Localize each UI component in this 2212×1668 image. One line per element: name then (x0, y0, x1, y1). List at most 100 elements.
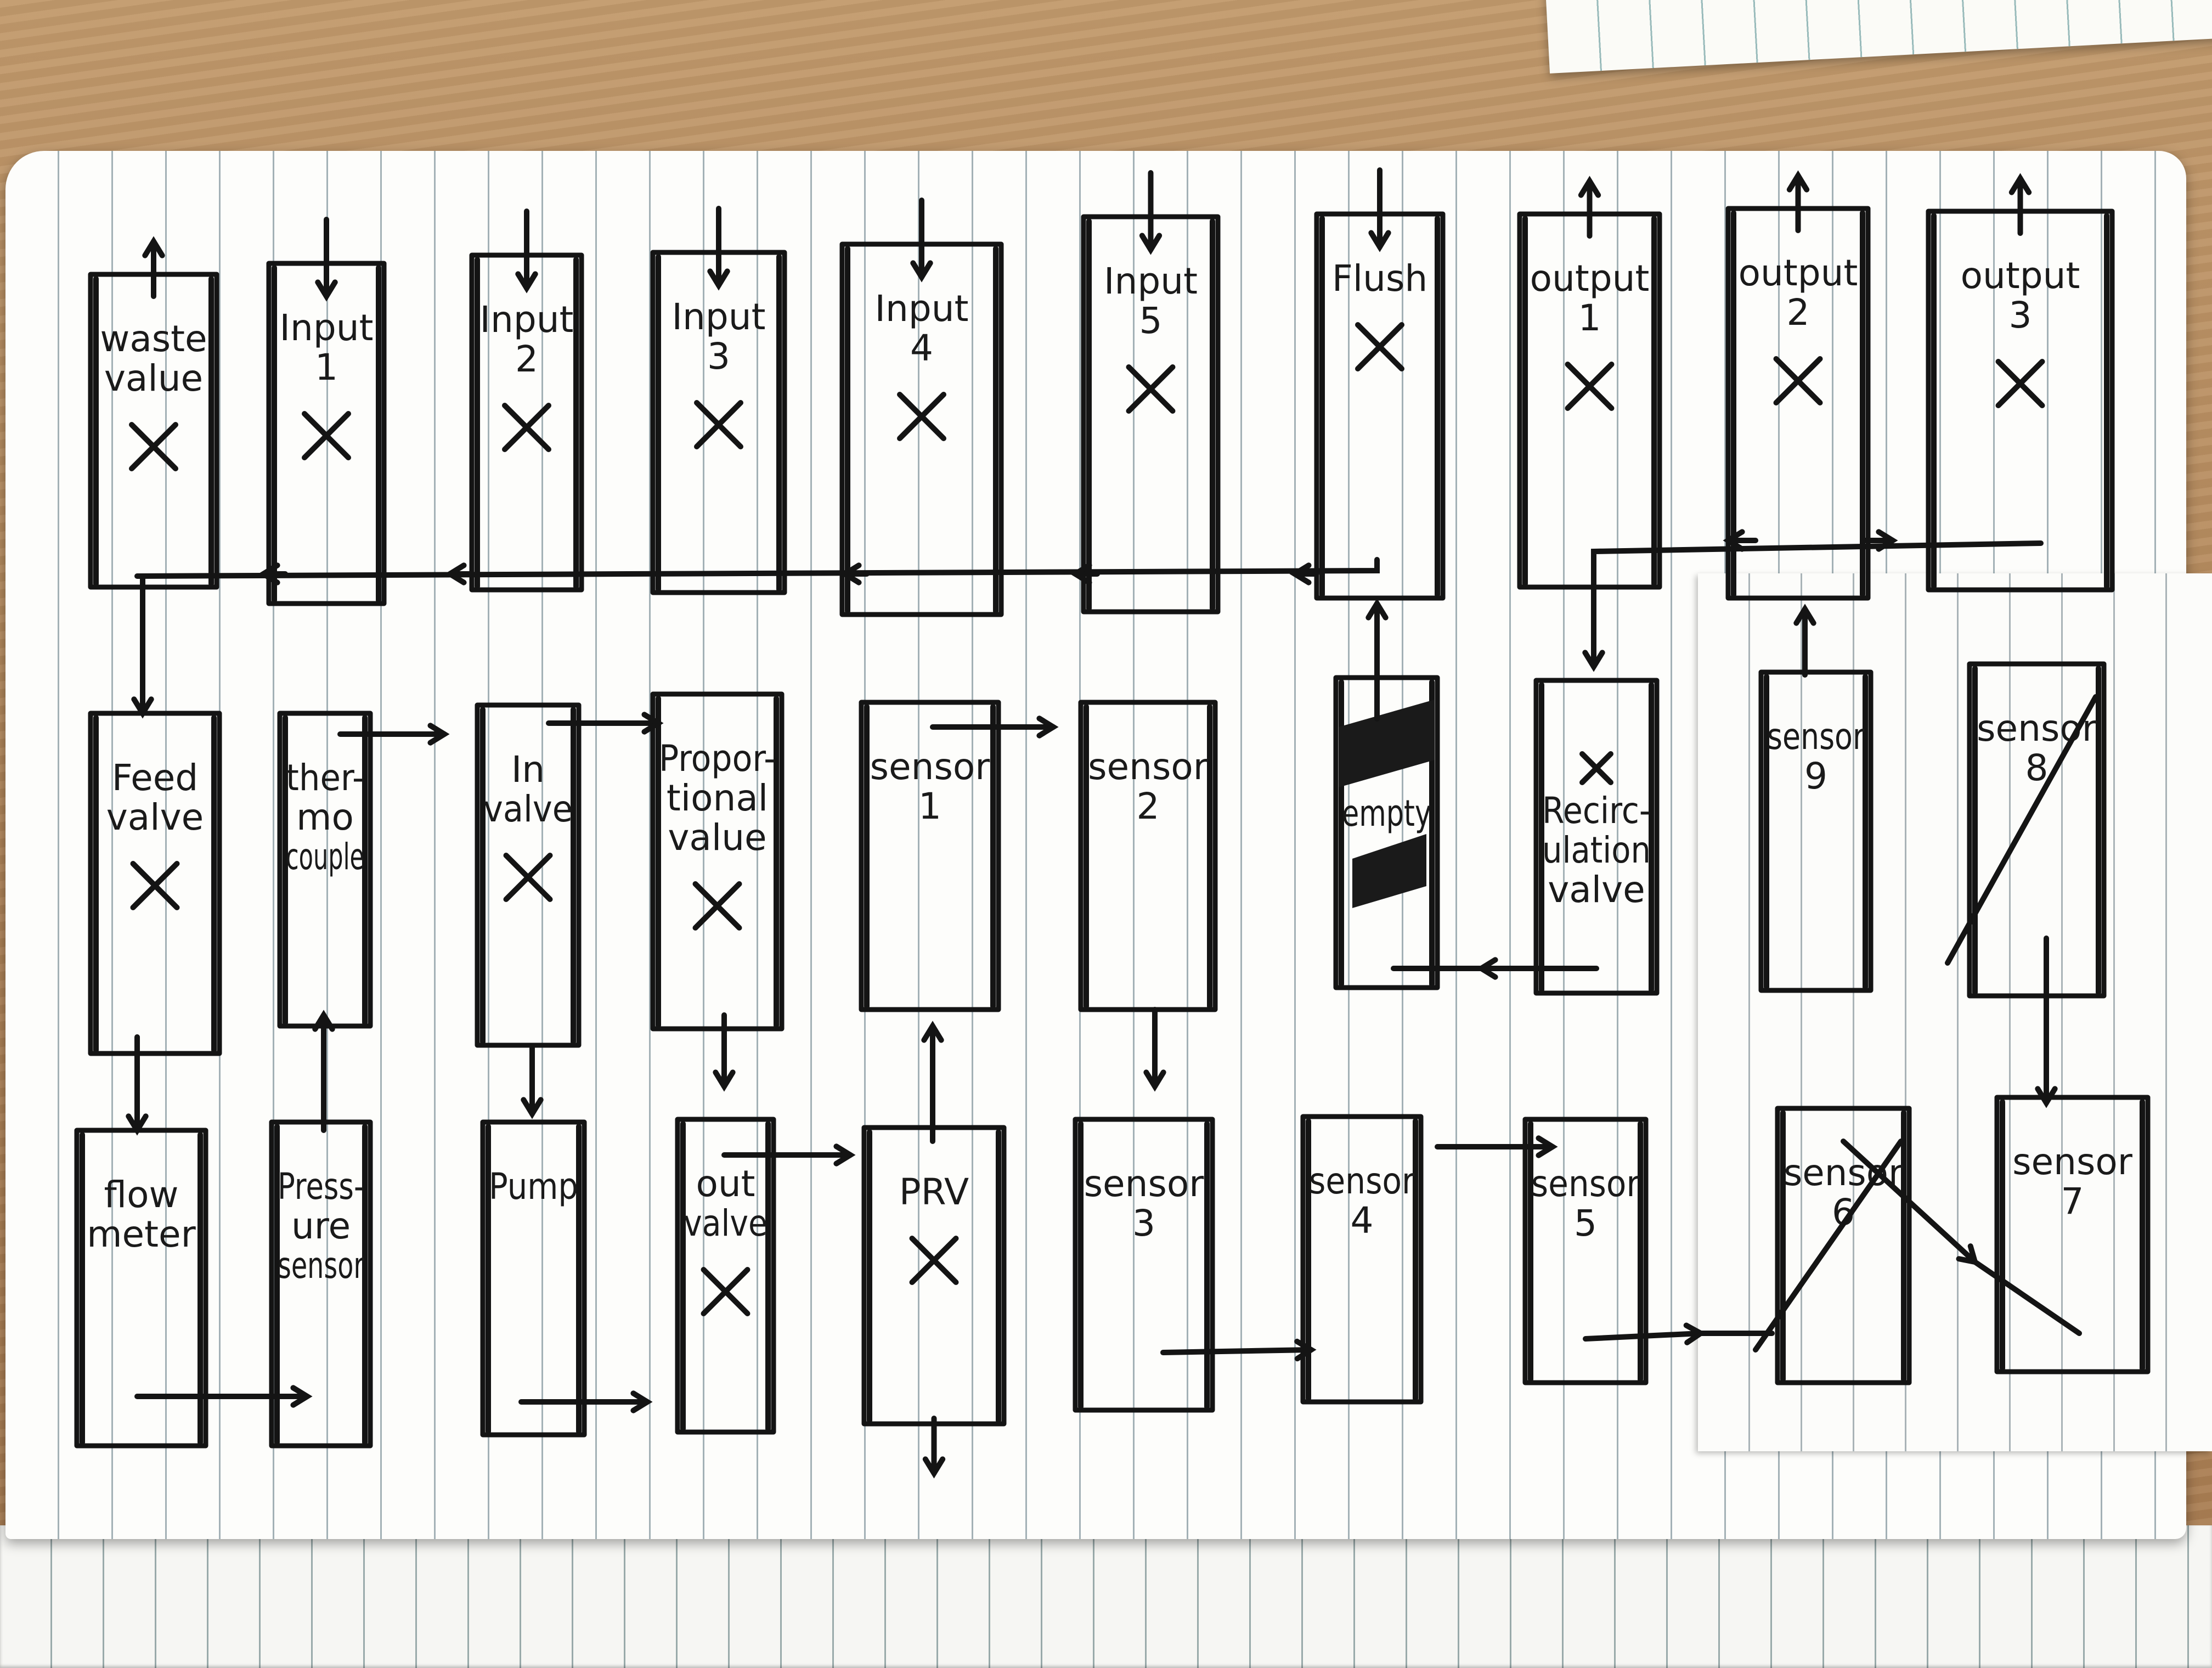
flow-arrow-icon (258, 562, 288, 585)
component-label: sensor (1531, 1163, 1640, 1205)
flow-arrow-icon (1365, 598, 1389, 722)
outlet-arrow-icon (2008, 173, 2032, 236)
flow-arrow-icon (713, 1012, 736, 1092)
component-label: empty (1342, 792, 1431, 835)
component-label: valve (1548, 869, 1645, 911)
component-label: Input (875, 288, 969, 330)
component-label: Propor- (659, 737, 776, 780)
component-label: Input (1104, 260, 1198, 302)
component-label: Pump (489, 1165, 578, 1208)
x-mark-icon (502, 403, 551, 452)
component-label: value (668, 816, 766, 859)
component-label: 1 (1578, 297, 1601, 339)
component-label: 2 (1787, 291, 1810, 334)
component-label: 5 (1139, 300, 1163, 342)
outlet-arrow-icon (1578, 176, 1601, 239)
x-mark-icon (1579, 751, 1613, 785)
component-label: valve (684, 1202, 768, 1244)
flow-arrow-icon (134, 1385, 313, 1408)
component-label: Press- (278, 1165, 364, 1208)
outlet-arrow-icon (922, 1416, 946, 1479)
component-label: flow (104, 1174, 179, 1216)
component-label: sensor (1084, 1163, 1205, 1205)
component-label: ulation (1542, 829, 1651, 871)
flow-arrow-icon (930, 715, 1059, 739)
flow-arrow-icon (1289, 562, 1319, 585)
component-label: 2 (515, 338, 538, 380)
hatch-marks (1339, 700, 1435, 908)
flow-arrow-icon (921, 1021, 944, 1144)
component-label: mo (296, 796, 354, 838)
component-label: Input (672, 296, 766, 338)
component-label: 5 (1574, 1202, 1597, 1244)
component-label: value (104, 357, 203, 399)
component-label: valve (483, 788, 573, 830)
x-mark-icon (1126, 364, 1176, 414)
component-label: Recirc- (1542, 790, 1651, 832)
x-mark-icon (897, 392, 946, 441)
component-label: sensor (278, 1244, 365, 1287)
connection-lines (126, 167, 2082, 1479)
flow-arrow-icon (1070, 562, 1100, 585)
flow-arrow-icon (839, 562, 870, 585)
component-label: sensor (1767, 715, 1865, 758)
inlet-arrow-icon (707, 206, 730, 291)
component-label: sensor (870, 746, 991, 788)
component-label: Feed (112, 757, 198, 799)
flow-arrow-icon (1160, 1338, 1317, 1362)
flow-arrow-icon (131, 574, 154, 719)
component-label: ther- (286, 757, 364, 799)
flow-arrow-icon (1582, 579, 1605, 672)
component-label: out (696, 1163, 755, 1205)
component-label: couple (286, 836, 364, 878)
flow-arrow-icon (721, 1143, 856, 1167)
outlet-arrow-icon (1786, 170, 1810, 233)
outlet-arrow-icon (142, 236, 165, 299)
component-label: 3 (707, 335, 730, 377)
component-label: sensor (2012, 1141, 2133, 1183)
component-label: sensor (1309, 1160, 1415, 1202)
x-mark-icon (692, 881, 742, 931)
component-label: valve (106, 796, 204, 838)
x-mark-icon (130, 861, 180, 910)
component-label: ure (291, 1205, 351, 1247)
inlet-arrow-icon (315, 217, 338, 302)
component-empty: empty (1333, 675, 1440, 990)
component-label: waste (100, 318, 207, 360)
flow-arrow-icon (126, 1034, 149, 1136)
component-label: Flush (1332, 257, 1427, 300)
x-mark-icon (129, 422, 178, 471)
component-label: 3 (2009, 294, 2032, 336)
flow-arrow-icon (337, 723, 450, 746)
flow-arrow-icon (1793, 604, 1816, 678)
inlet-arrow-icon (515, 208, 538, 294)
notebook-next-page (0, 1525, 2212, 1668)
strike-through-line (1945, 694, 2098, 966)
component-label: 1 (315, 346, 338, 388)
x-mark-icon (1355, 322, 1404, 371)
component-label: 9 (1804, 755, 1827, 797)
component-label: 4 (910, 327, 933, 369)
flow-arrow-icon (1723, 529, 1758, 552)
component-label: 3 (1132, 1202, 1155, 1244)
component-prv: PRV (861, 1125, 1007, 1427)
x-mark-icon (694, 400, 743, 449)
flow-arrow-icon (518, 1390, 653, 1413)
